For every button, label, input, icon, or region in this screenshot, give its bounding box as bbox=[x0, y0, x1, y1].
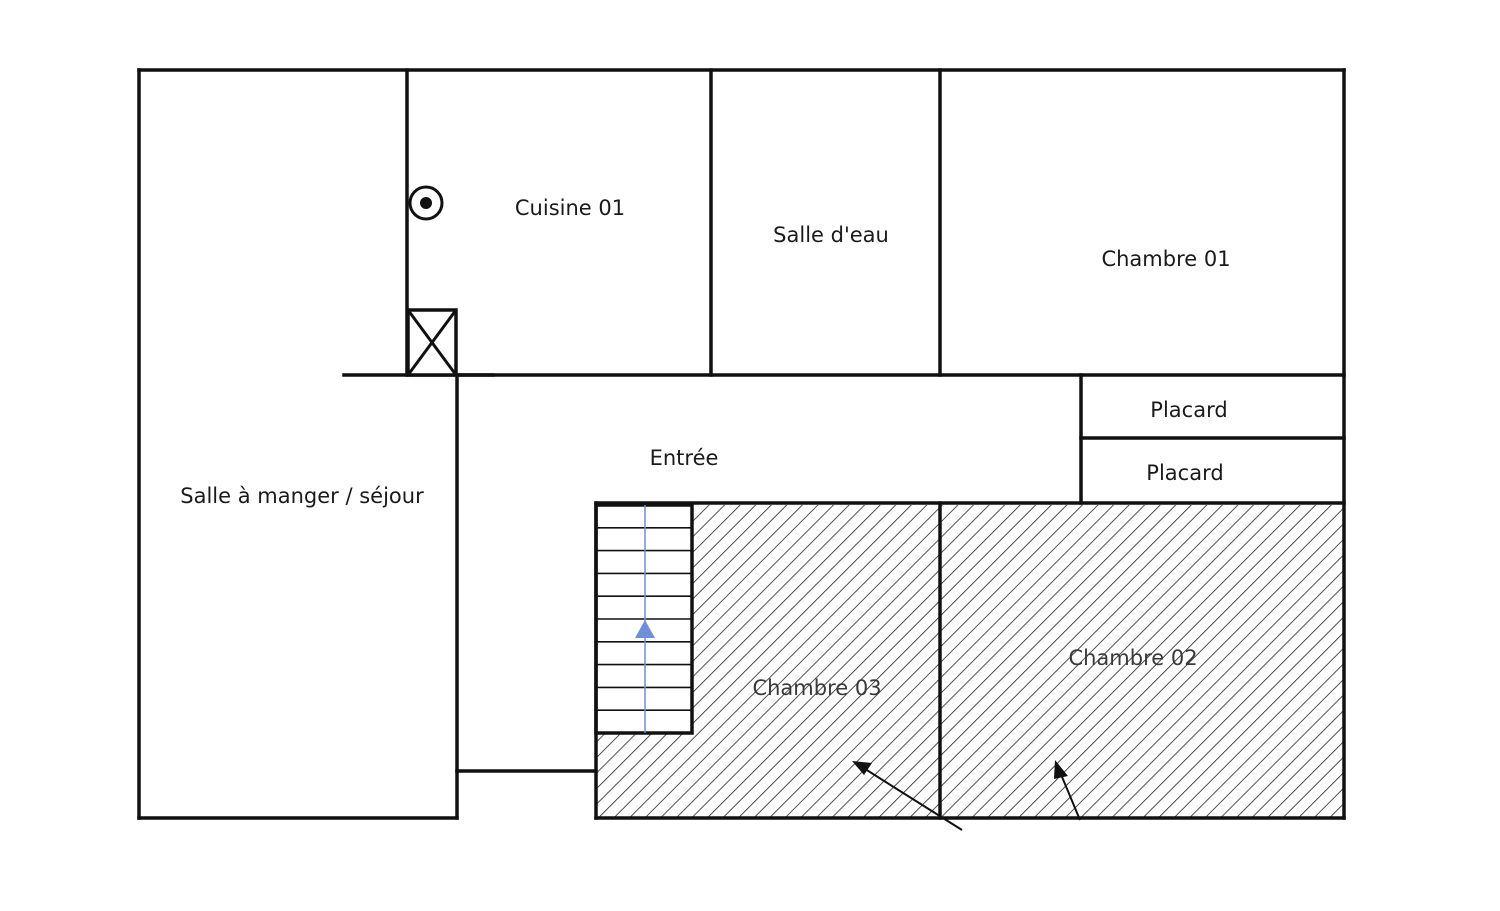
room-labels: Cuisine 01 Salle d'eau Chambre 01 Placar… bbox=[180, 196, 1230, 700]
label-chambre-01: Chambre 01 bbox=[1101, 247, 1230, 271]
label-salle-eau: Salle d'eau bbox=[773, 223, 889, 247]
label-placard-2: Placard bbox=[1146, 461, 1223, 485]
label-chambre-02: Chambre 02 bbox=[1068, 646, 1197, 670]
label-placard-1: Placard bbox=[1150, 398, 1227, 422]
door-swings bbox=[852, 760, 1081, 831]
chambre-03-hatch bbox=[596, 505, 940, 818]
staircase bbox=[594, 503, 694, 735]
crossed-box-icon bbox=[406, 308, 458, 377]
label-chambre-03: Chambre 03 bbox=[752, 676, 881, 700]
label-entree: Entrée bbox=[650, 446, 719, 470]
up-arrow-icon bbox=[635, 620, 655, 638]
circle-target-icon bbox=[408, 185, 444, 221]
hatched-areas bbox=[596, 505, 1344, 818]
label-sejour: Salle à manger / séjour bbox=[180, 484, 424, 508]
chambre-02-hatch bbox=[940, 505, 1344, 818]
walls bbox=[137, 68, 1346, 820]
door-arrow-chambre-02 bbox=[1054, 760, 1068, 779]
door-arrow-chambre-03 bbox=[852, 761, 872, 775]
label-cuisine: Cuisine 01 bbox=[515, 196, 625, 220]
